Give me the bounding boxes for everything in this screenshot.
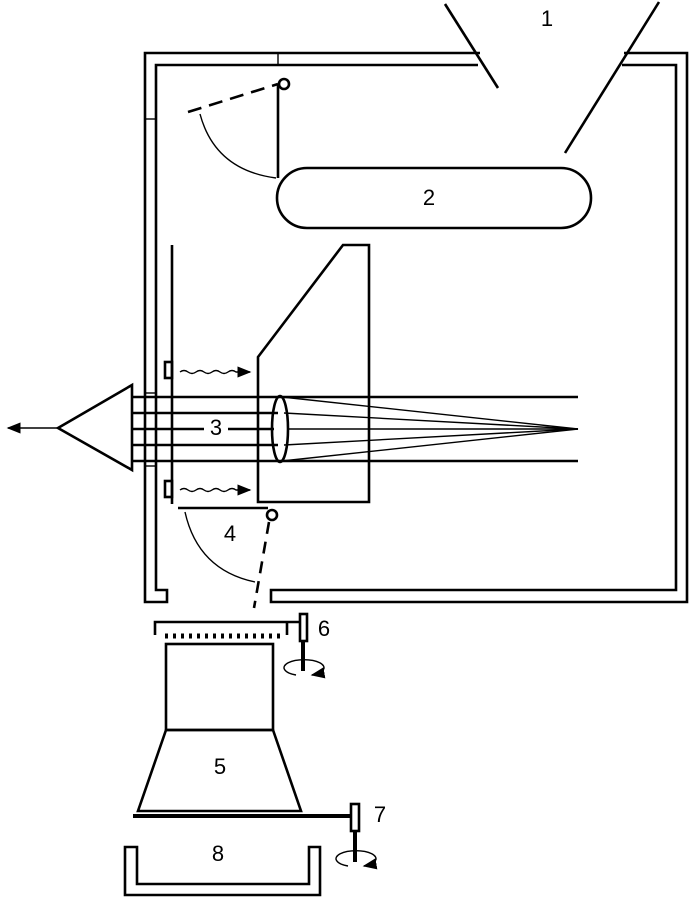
inlet-funnel: 1 [443, 1, 661, 154]
top-flap [187, 77, 291, 179]
heat-arrows [179, 366, 252, 496]
hopper: 5 [136, 642, 303, 813]
label-6: 6 [318, 616, 330, 641]
label-4: 4 [224, 521, 236, 546]
beams: 3 [132, 395, 578, 463]
plate [163, 245, 174, 504]
label-3: 3 [210, 415, 222, 440]
output-cone [6, 382, 134, 473]
collection-tray: 8 [123, 841, 322, 897]
slide-plate: 7 [133, 802, 386, 870]
lens [270, 394, 579, 464]
label-8: 8 [212, 841, 224, 866]
label-7: 7 [374, 802, 386, 827]
rotating-grate: 6 [153, 612, 330, 679]
source-2: 2 [275, 166, 593, 230]
label-2: 2 [423, 185, 435, 210]
chamber-walls [143, 51, 689, 604]
bottom-flap: 4 [178, 506, 279, 609]
label-5: 5 [214, 754, 226, 779]
label-1: 1 [541, 6, 553, 31]
prism-housing [256, 243, 371, 504]
